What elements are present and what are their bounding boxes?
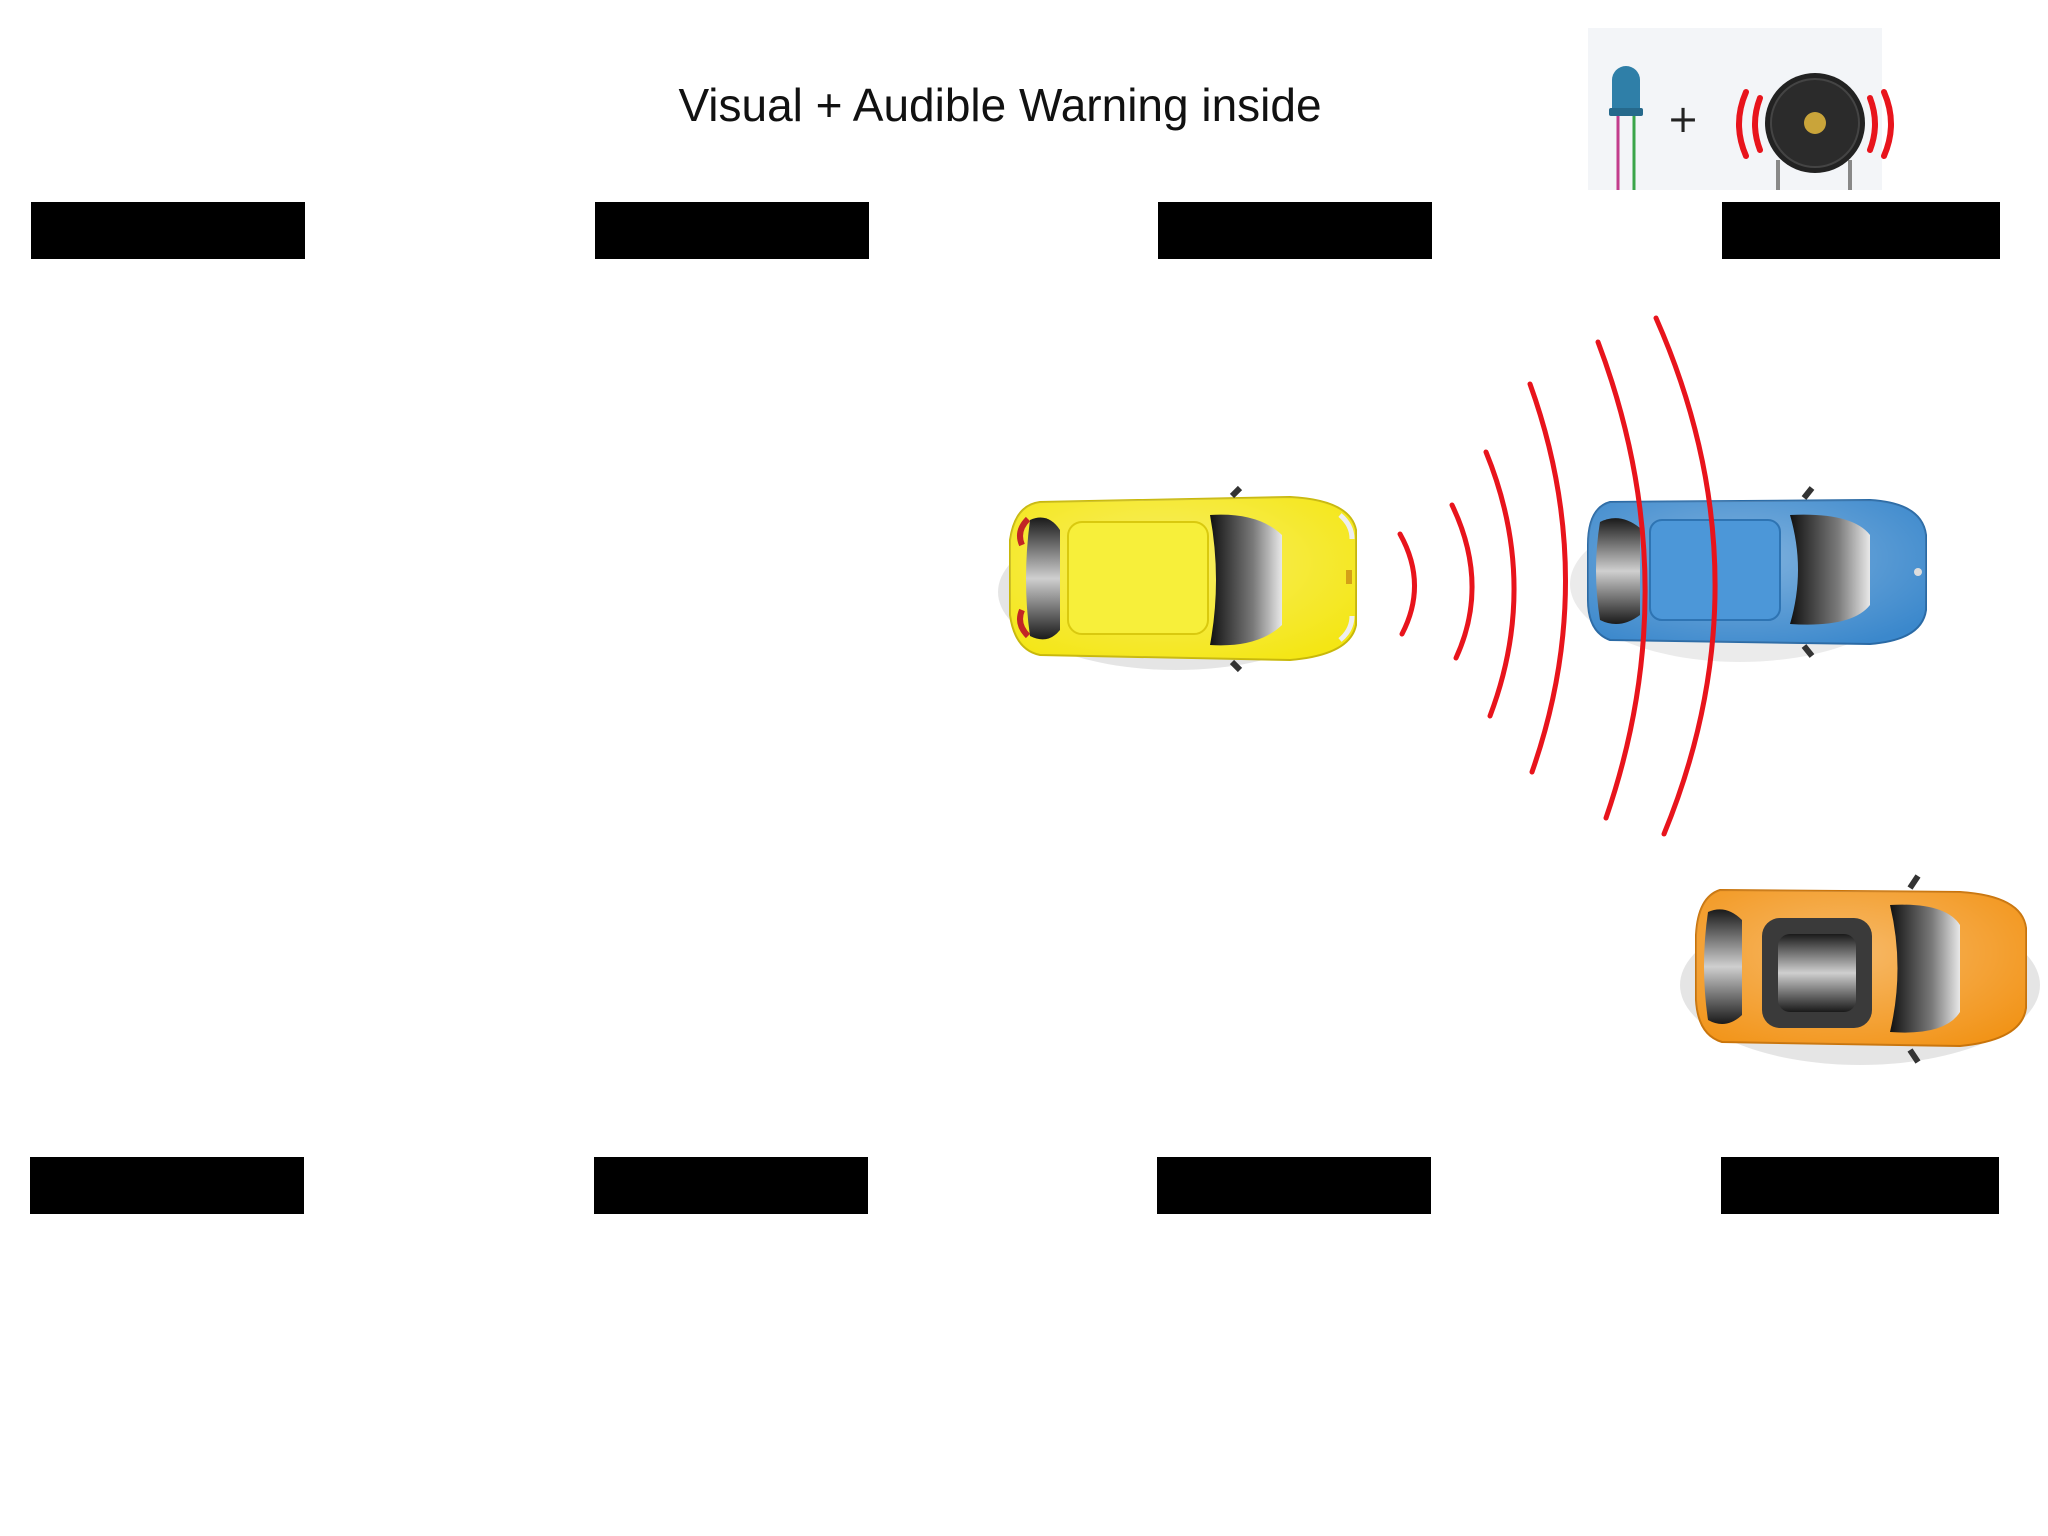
lane-dash-top-4 [1722,202,2000,259]
blue-car [1570,486,1927,662]
legend-plus: + [1667,97,1699,141]
warning-legend: + [1588,28,1894,190]
lane-dash-bottom-4 [1721,1157,1999,1214]
warning-wave-5 [1595,339,1648,821]
yellow-car [998,485,1357,673]
warning-wave-1 [1397,531,1417,637]
diagram-title: Visual + Audible Warning inside [678,79,1322,131]
lane-dash-bottom-3 [1157,1157,1431,1214]
lane-dash-bottom-2 [594,1157,868,1214]
lane-dash-bottom-1 [30,1157,304,1214]
lane-dash-top-1 [31,202,305,259]
buzzer-icon [1736,73,1894,190]
warning-wave-2 [1449,502,1475,661]
lane-dash-top-3 [1158,202,1432,259]
warning-waves [1397,315,1718,837]
warning-wave-4 [1527,381,1568,775]
orange-car [1680,874,2040,1065]
led-icon [1609,66,1643,190]
lane-dash-top-2 [595,202,869,259]
warning-wave-6 [1653,315,1718,837]
warning-wave-3 [1483,449,1517,719]
